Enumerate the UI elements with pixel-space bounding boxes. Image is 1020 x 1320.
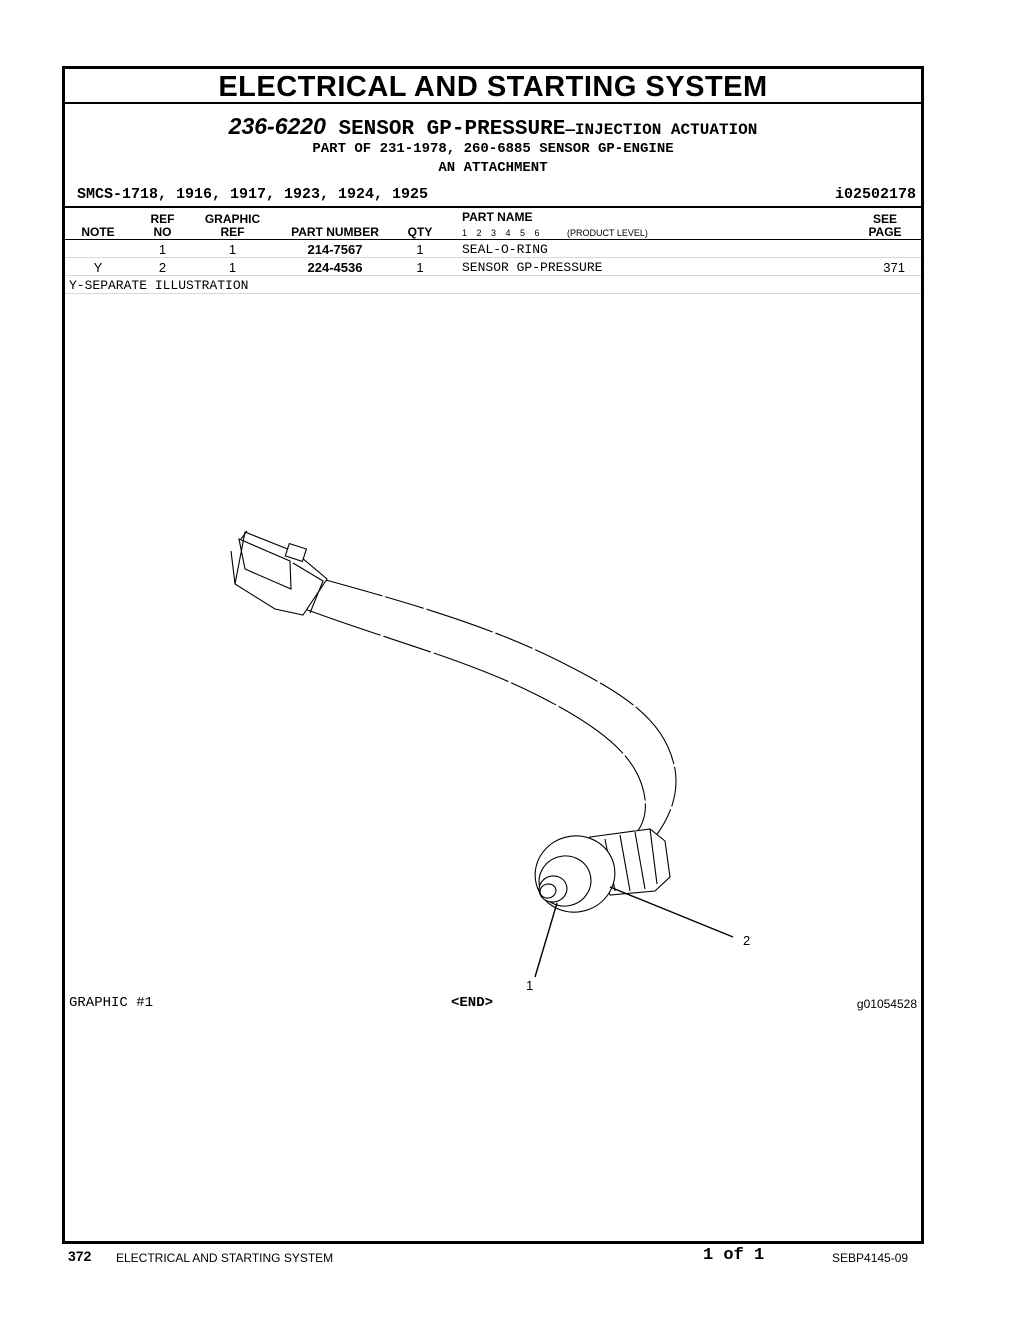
footer-page-number: 372 <box>68 1248 92 1264</box>
col-graphic-top: GRAPHIC <box>204 212 261 226</box>
row-divider <box>65 275 921 276</box>
legend-divider <box>65 293 921 294</box>
col-ref-bottom: NO <box>153 225 172 239</box>
attachment-line: AN ATTACHMENT <box>438 160 548 176</box>
part-heading: 236-6220 SENSOR GP-PRESSURE—INJECTION AC… <box>65 113 921 141</box>
row-see-page: 371 <box>883 260 905 275</box>
row-ref-no: 1 <box>158 242 167 257</box>
smcs-codes: SMCS-1718, 1916, 1917, 1923, 1924, 1925 <box>77 186 429 203</box>
callout-2: 2 <box>743 933 750 948</box>
row-divider <box>65 257 921 258</box>
col-see-bottom: PAGE <box>868 225 902 239</box>
header-divider <box>65 206 921 208</box>
row-qty: 1 <box>416 260 424 275</box>
heading-part-number: 236-6220 <box>228 113 326 139</box>
row-part-number: 214-7567 <box>307 242 363 257</box>
heading-part-name: SENSOR GP-PRESSURE <box>338 118 566 141</box>
col-see-top: SEE <box>872 212 897 226</box>
row-qty: 1 <box>416 242 424 257</box>
row-graphic-ref: 1 <box>228 260 237 275</box>
part-of-line: PART OF 231-1978, 260-6885 SENSOR GP-ENG… <box>312 141 674 157</box>
row-part-number: 224-4536 <box>307 260 363 275</box>
product-level-label: (PRODUCT LEVEL) <box>567 228 648 238</box>
product-level-numbers: 1 2 3 4 5 6 <box>462 228 540 238</box>
graphic-label: GRAPHIC #1 <box>69 995 154 1011</box>
col-part-name: PART NAME <box>462 210 533 224</box>
row-note: Y <box>93 260 103 275</box>
col-note: NOTE <box>81 225 115 239</box>
sensor-illustration: 2 1 <box>230 530 750 993</box>
document-id: i02502178 <box>834 186 916 203</box>
row-part-name: SENSOR GP-PRESSURE <box>462 260 603 275</box>
col-part-number: PART NUMBER <box>291 225 379 239</box>
row-ref-no: 2 <box>158 260 167 275</box>
col-qty: QTY <box>407 225 433 239</box>
end-marker: <END> <box>451 995 494 1011</box>
page-frame: ELECTRICAL AND STARTING SYSTEM 236-6220 … <box>62 66 924 1244</box>
note-legend: Y-SEPARATE ILLUSTRATION <box>69 278 249 293</box>
graphic-id: g01054528 <box>856 997 917 1011</box>
col-ref-top: REF <box>150 212 175 226</box>
row-part-name: SEAL-O-RING <box>462 242 548 257</box>
section-title: ELECTRICAL AND STARTING SYSTEM <box>65 69 921 104</box>
footer-section: ELECTRICAL AND STARTING SYSTEM <box>116 1251 334 1265</box>
heading-part-suffix: —INJECTION ACTUATION <box>565 121 758 139</box>
col-graphic-bottom: REF <box>220 225 245 239</box>
column-header-divider <box>65 239 921 240</box>
footer-page-of: 1 of 1 <box>703 1246 765 1265</box>
footer-publication: SEBP4145-09 <box>832 1251 909 1265</box>
callout-1: 1 <box>526 978 533 993</box>
row-graphic-ref: 1 <box>228 242 237 257</box>
